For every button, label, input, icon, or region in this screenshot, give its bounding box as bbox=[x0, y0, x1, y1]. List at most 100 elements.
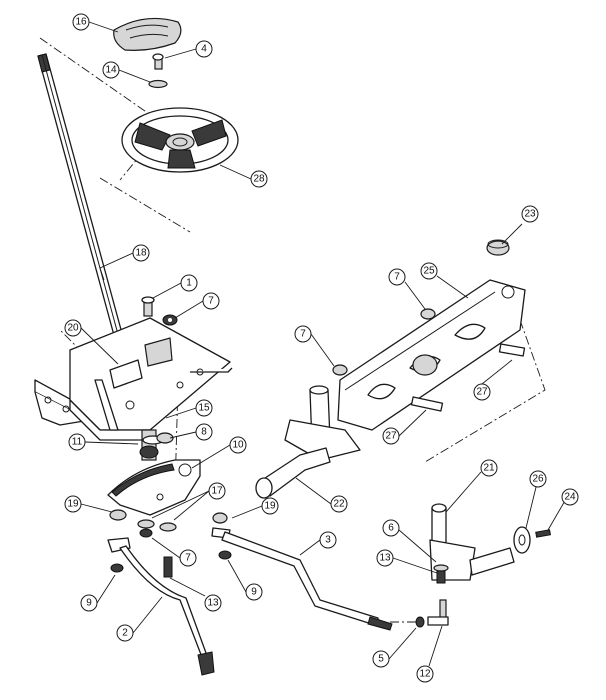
svg-text:13: 13 bbox=[379, 553, 391, 564]
callout-20: 20 bbox=[64, 319, 82, 337]
svg-text:24: 24 bbox=[564, 492, 576, 503]
bolt-1 bbox=[141, 296, 155, 317]
ball-joint-left bbox=[107, 509, 131, 553]
svg-text:2: 2 bbox=[122, 628, 128, 639]
drag-link bbox=[119, 545, 215, 676]
svg-text:19: 19 bbox=[67, 499, 79, 510]
callout-21: 21 bbox=[480, 459, 498, 477]
callout-28: 28 bbox=[250, 170, 268, 188]
nut-7-axle-top bbox=[420, 308, 436, 320]
callout-11: 11 bbox=[68, 433, 86, 451]
svg-text:11: 11 bbox=[72, 437, 83, 448]
svg-text:3: 3 bbox=[325, 535, 331, 546]
svg-text:4: 4 bbox=[201, 44, 207, 55]
callout-16: 16 bbox=[72, 13, 90, 31]
callout-12: 12 bbox=[416, 665, 434, 683]
svg-text:12: 12 bbox=[419, 669, 431, 680]
svg-text:21: 21 bbox=[483, 463, 495, 474]
callout-4: 4 bbox=[195, 40, 213, 58]
callout-19-left: 19 bbox=[64, 495, 82, 513]
nut-7-axle-left bbox=[332, 364, 348, 376]
pivot-pin-right bbox=[498, 343, 526, 357]
svg-text:28: 28 bbox=[253, 174, 265, 185]
svg-text:27: 27 bbox=[476, 387, 488, 398]
callout-7-top: 7 bbox=[202, 292, 220, 310]
svg-text:27: 27 bbox=[385, 431, 397, 442]
nut-9-left bbox=[110, 563, 124, 573]
callout-7-sector: 7 bbox=[179, 549, 197, 567]
bolt-12 bbox=[427, 599, 449, 626]
front-axle bbox=[337, 279, 526, 431]
nut-7-top bbox=[162, 314, 178, 326]
callout-15: 15 bbox=[195, 399, 213, 417]
callout-27-lower: 27 bbox=[382, 427, 400, 445]
callout-18: 18 bbox=[132, 244, 150, 262]
sector-gear bbox=[107, 459, 201, 516]
callout-6: 6 bbox=[382, 519, 400, 537]
svg-text:9: 9 bbox=[251, 587, 257, 598]
svg-text:17: 17 bbox=[211, 486, 223, 497]
svg-text:6: 6 bbox=[388, 523, 394, 534]
nut-5 bbox=[415, 616, 425, 628]
bolt-13-right bbox=[436, 570, 446, 584]
nut-7-sector bbox=[139, 528, 153, 538]
callout-5: 5 bbox=[372, 650, 390, 668]
bolt-24 bbox=[535, 529, 551, 538]
callout-13-left: 13 bbox=[204, 594, 222, 612]
svg-text:18: 18 bbox=[135, 248, 147, 259]
bolt-13-left bbox=[163, 556, 173, 578]
steering-shaft bbox=[37, 53, 127, 351]
svg-text:7: 7 bbox=[185, 553, 191, 564]
washer-6 bbox=[433, 564, 449, 572]
callout-7-axle-top: 7 bbox=[388, 268, 406, 286]
steering-support-plate bbox=[69, 317, 233, 441]
svg-text:5: 5 bbox=[378, 654, 384, 665]
svg-text:16: 16 bbox=[75, 17, 87, 28]
svg-text:23: 23 bbox=[524, 209, 536, 220]
tie-rod bbox=[221, 531, 393, 631]
left-spindle bbox=[284, 385, 361, 461]
callout-17: 17 bbox=[208, 482, 226, 500]
washers-17 bbox=[137, 519, 177, 532]
callout-24: 24 bbox=[561, 488, 579, 506]
svg-text:7: 7 bbox=[300, 329, 306, 340]
svg-text:25: 25 bbox=[423, 266, 435, 277]
washer-14 bbox=[148, 79, 168, 89]
callout-2: 2 bbox=[116, 624, 134, 642]
callout-3: 3 bbox=[319, 531, 337, 549]
spindle-shaft-22 bbox=[255, 447, 331, 499]
callout-27-right: 27 bbox=[473, 383, 491, 401]
callout-22: 22 bbox=[330, 495, 348, 513]
nut-9-right bbox=[218, 550, 232, 560]
svg-text:9: 9 bbox=[86, 598, 92, 609]
pivot-pin-lower bbox=[410, 396, 444, 412]
svg-text:26: 26 bbox=[532, 474, 544, 485]
svg-text:10: 10 bbox=[232, 440, 244, 451]
axle-cap bbox=[486, 239, 510, 256]
svg-text:22: 22 bbox=[333, 499, 345, 510]
callouts: 16 4 14 28 18 1 7 20 15 11 8 10 17 19 7 … bbox=[64, 13, 579, 683]
callout-26: 26 bbox=[529, 470, 547, 488]
svg-text:20: 20 bbox=[67, 323, 79, 334]
steering-wheel bbox=[121, 107, 239, 173]
callout-7-axle-left: 7 bbox=[294, 325, 312, 343]
steering-wheel-cap bbox=[113, 17, 182, 51]
svg-text:7: 7 bbox=[208, 296, 214, 307]
callout-9-right: 9 bbox=[245, 583, 263, 601]
callout-23: 23 bbox=[521, 205, 539, 223]
svg-text:7: 7 bbox=[394, 272, 400, 283]
svg-text:1: 1 bbox=[186, 278, 192, 289]
callout-19-right: 19 bbox=[261, 497, 279, 515]
callout-8: 8 bbox=[195, 423, 213, 441]
callout-25: 25 bbox=[420, 262, 438, 280]
washer-26 bbox=[513, 526, 531, 554]
cap-bolt bbox=[152, 53, 164, 70]
svg-text:19: 19 bbox=[264, 501, 276, 512]
svg-text:13: 13 bbox=[207, 598, 219, 609]
svg-text:14: 14 bbox=[105, 65, 117, 76]
callout-10: 10 bbox=[229, 436, 247, 454]
flange-bushing-8 bbox=[156, 432, 174, 444]
svg-text:8: 8 bbox=[201, 427, 207, 438]
svg-text:15: 15 bbox=[198, 403, 210, 414]
